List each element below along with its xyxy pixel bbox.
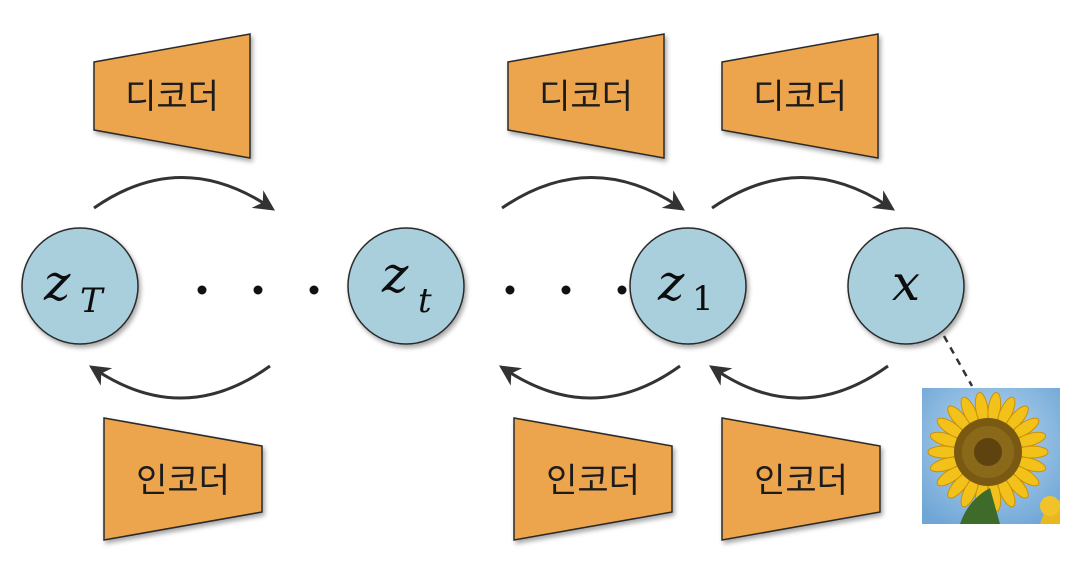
encoder-box-3: 인코더 — [721, 417, 881, 541]
node-base-label: z — [381, 246, 409, 304]
backward-arrow-3 — [709, 364, 889, 400]
ellipsis-dots-1 — [197, 285, 319, 295]
node-z-T: z T — [21, 227, 139, 345]
node-base-label: x — [892, 254, 920, 312]
encoder-label: 인코더 — [754, 461, 848, 501]
decoder-box-3: 디코더 — [721, 33, 879, 159]
forward-arrow-2 — [501, 176, 686, 211]
forward-arrow-3 — [711, 176, 896, 211]
encoder-box-1: 인코더 — [103, 417, 263, 541]
node-subscript: T — [80, 281, 105, 321]
decoder-label: 디코더 — [539, 77, 633, 117]
encoder-box-2: 인코더 — [513, 417, 673, 541]
node-z-t: z t — [347, 227, 465, 345]
node-x: x — [847, 227, 965, 345]
backward-arrow-1 — [88, 364, 271, 400]
node-subscript: t — [418, 281, 432, 321]
node-subscript: 1 — [692, 279, 714, 319]
encoder-label: 인코더 — [546, 461, 640, 501]
node-z-1: z 1 — [629, 227, 747, 345]
decoder-box-2: 디코더 — [507, 33, 665, 159]
ellipsis-dots-2 — [505, 285, 627, 295]
forward-arrow-1 — [93, 176, 276, 211]
decoder-box-1: 디코더 — [93, 33, 251, 159]
sunflower-thumbnail-icon — [922, 388, 1060, 524]
decoder-label: 디코더 — [125, 77, 219, 117]
decoder-label: 디코더 — [753, 77, 847, 117]
backward-arrow-2 — [498, 364, 681, 400]
encoder-label: 인코더 — [136, 461, 230, 501]
image-connector — [942, 335, 974, 387]
node-base-label: z — [657, 254, 685, 312]
node-base-label: z — [43, 254, 71, 312]
